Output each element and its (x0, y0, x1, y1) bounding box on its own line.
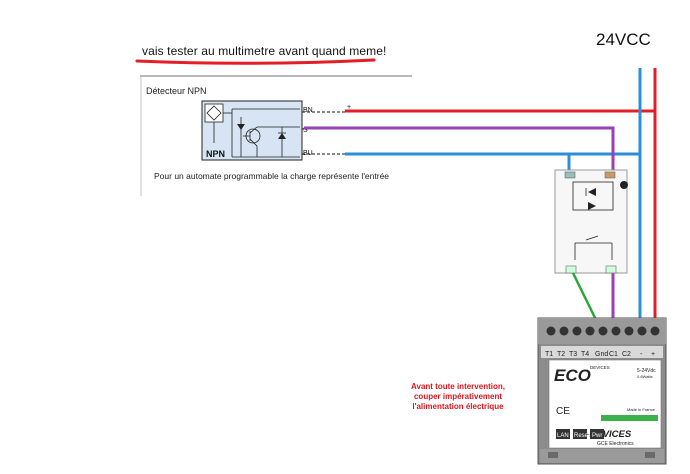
eco-device: T1 T2 T3 T4 Gnd C1 C2 - + ECO DEVICES 5-… (537, 317, 667, 465)
terminal-label: - (640, 351, 643, 358)
warning-line: l'alimentation électrique (412, 402, 504, 411)
wire-purple-sensor (304, 126, 615, 178)
pwr-button-label: Pwr (592, 433, 602, 439)
terminal-label: T2 (557, 351, 565, 358)
maker-sub-label: GCE Electronics (597, 441, 634, 447)
supply-voltage-label: 24VCC (596, 30, 651, 49)
brand-label: ECO (554, 366, 591, 385)
reset-button-label: Reset (574, 433, 590, 439)
caption-underline (135, 58, 376, 65)
terminal-label: T1 (545, 351, 553, 358)
warning-line: Avant toute intervention, (411, 382, 505, 391)
warning-line: couper impérativement (413, 392, 503, 401)
terminal-label: + (651, 351, 655, 358)
lan-button-label: LAN (557, 433, 569, 439)
relay-module (554, 169, 628, 274)
brand-sub-label: DEVICES (590, 365, 610, 370)
terminal-screws (546, 326, 660, 336)
plc-note: Pour un automate programmable la charge … (154, 171, 390, 181)
ce-mark: CE (556, 406, 570, 417)
terminal-label: T3 (569, 351, 577, 358)
voltage-sub-label: 0.6Watts (637, 374, 653, 379)
made-in-label: Made in France (627, 407, 656, 412)
plus-sign: + (347, 104, 351, 111)
voltage-label: 5-24Vdc (637, 368, 656, 374)
terminal-label: Gnd (595, 351, 608, 358)
terminal-label: C1 (609, 351, 618, 358)
pin-label-bn: BN (303, 107, 313, 114)
sensor-title: Détecteur NPN (146, 86, 207, 96)
maker-label: X-DEVICES (579, 429, 632, 440)
npn-sensor: NPN BN S BU + - (201, 100, 351, 161)
sensor-type-label: NPN (206, 149, 225, 159)
safety-warning: Avant toute intervention, couper impérat… (400, 382, 516, 412)
pin-label-s: S (303, 127, 308, 134)
caption-text: vais tester au multimetre avant quand me… (142, 44, 387, 58)
terminal-label: C2 (622, 351, 631, 358)
terminal-label: T4 (581, 351, 589, 358)
